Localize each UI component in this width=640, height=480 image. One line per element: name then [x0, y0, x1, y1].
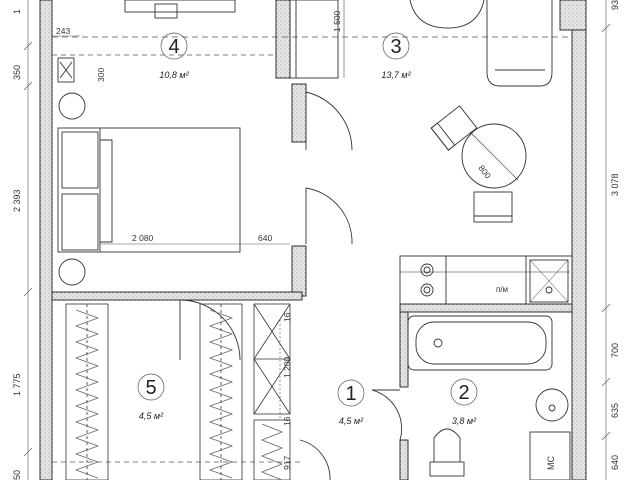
counter: [399, 255, 573, 305]
desk-chair: [154, 3, 178, 19]
chair-bottom: [473, 191, 513, 223]
sink-drain: [545, 286, 553, 294]
svg-text:13,7 м²: 13,7 м²: [381, 70, 411, 80]
bathtub-inner: [415, 321, 547, 365]
dim-left-2: 2 393: [12, 189, 22, 212]
round-table: [461, 123, 527, 189]
sofa-corner: [486, 0, 553, 87]
room-5-label: 5 4,5 м²: [137, 373, 165, 421]
svg-text:4: 4: [168, 36, 179, 58]
burner-2-inner: [423, 286, 431, 294]
svg-text:1: 1: [345, 383, 356, 405]
dimension-lines: [23, 0, 611, 480]
dim-int-640: 640: [258, 233, 272, 243]
room-3-label: 3 13,7 м²: [381, 32, 412, 80]
door-room3-lower[interactable]: [305, 187, 353, 245]
svg-text:4,5 м²: 4,5 м²: [139, 411, 164, 421]
storage-d4: [253, 358, 291, 415]
dim-int-2080: 2 080: [132, 233, 154, 243]
room3-furniture: [289, 0, 553, 223]
sink-x2: [529, 259, 569, 303]
wall-outlet: [57, 57, 75, 83]
dim-right-2: 700: [610, 343, 620, 358]
dim-right-0: 93: [610, 0, 620, 10]
tv-stand: [289, 0, 339, 79]
toilet-bowl: [433, 428, 461, 462]
door-bottom[interactable]: [299, 439, 331, 480]
partition-lower: [291, 245, 307, 297]
room-2-label: 2 3,8 м²: [450, 378, 478, 426]
room-1-label: 1 4,5 м²: [337, 379, 365, 426]
pillow-1: [61, 131, 99, 189]
dim-int-300: 300: [96, 68, 106, 82]
chair-top: [430, 105, 478, 151]
room-4-label: 4 10,8 м²: [159, 32, 190, 80]
dim-right-4: 640: [610, 455, 620, 470]
bathroom-fixtures: [407, 315, 571, 480]
left-wall: [39, 0, 53, 480]
wardrobes: [52, 303, 300, 480]
blanket-fold: [100, 139, 113, 243]
dim-int-917: 917: [282, 456, 292, 470]
dim-left-4: 50: [12, 470, 22, 480]
bath-lower-wall: [399, 439, 409, 480]
ms-cabinet: [529, 431, 571, 480]
partition-mid: [291, 83, 307, 143]
plant-top: [58, 92, 86, 120]
bathtub: [407, 315, 553, 371]
room4-furniture: [57, 0, 241, 286]
burner-1-inner: [423, 266, 431, 274]
washbasin: [535, 388, 569, 422]
label-kitchen-appliance: п/м: [496, 285, 508, 294]
dim-left-0: 1: [12, 9, 22, 14]
burner-2: [420, 283, 434, 297]
dim-int-1200: 1 200: [282, 356, 292, 378]
svg-text:3,8 м²: 3,8 м²: [452, 416, 477, 426]
shoe-rack-hangers: [260, 423, 284, 480]
bathtub-drain: [433, 338, 443, 348]
sink: [529, 259, 569, 303]
wardrobe-wall: [51, 291, 303, 301]
door-room3-upper[interactable]: [305, 91, 353, 151]
door-room5[interactable]: [179, 299, 241, 361]
washbasin-drain: [548, 404, 556, 412]
dim-int-1500: 1 500: [332, 10, 342, 32]
plant-bottom: [58, 258, 86, 286]
door-room1-bath[interactable]: [371, 389, 403, 441]
dim-int-800: 800: [476, 163, 493, 181]
dim-int-243: 243: [56, 26, 70, 36]
dim-int-16b: 16: [282, 416, 292, 426]
bed: [57, 127, 241, 253]
toilet-tank: [429, 461, 465, 477]
walls: [39, 0, 587, 480]
bath-left-wall: [399, 311, 409, 388]
kitchen-counter: [399, 255, 573, 305]
dim-right-1: 3 078: [610, 173, 620, 196]
dim-int-16a: 16: [282, 312, 292, 322]
bath-top-wall: [399, 303, 573, 313]
svg-text:2: 2: [458, 382, 469, 404]
doors: [179, 91, 403, 480]
pillow-2: [61, 193, 99, 251]
svg-text:4,5 м²: 4,5 м²: [339, 416, 364, 426]
burner-1: [420, 263, 434, 277]
shoe-rack: [253, 419, 291, 480]
outlet-x2: [59, 61, 73, 79]
table-dim-line: [469, 131, 519, 181]
svg-text:5: 5: [145, 377, 156, 399]
dim-left-1: 350: [12, 65, 22, 80]
storage-d2: [253, 303, 291, 360]
armchair-top: [409, 0, 485, 29]
dim-left-3: 1 775: [12, 373, 22, 396]
svg-text:3: 3: [390, 36, 401, 58]
svg-text:10,8 м²: 10,8 м²: [159, 70, 189, 80]
partition-bedroom-top: [275, 0, 291, 79]
desk-top: [124, 0, 236, 13]
right-wall-top: [559, 0, 587, 31]
label-ms: МС: [546, 456, 556, 470]
dim-right-3: 635: [610, 403, 620, 418]
right-wall: [571, 27, 587, 480]
